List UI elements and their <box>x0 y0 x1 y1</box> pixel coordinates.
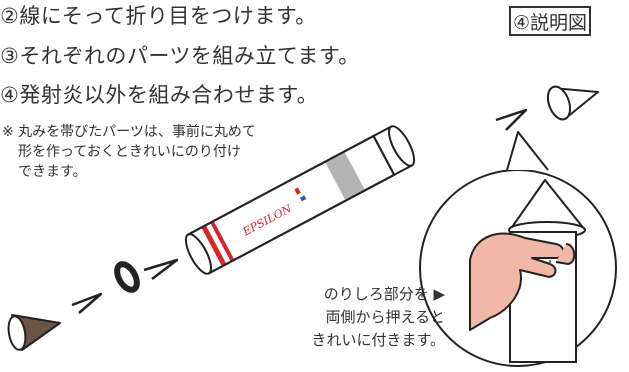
note-line-1: ※ 丸みを帯びたパーツは、事前に丸めて <box>2 124 256 140</box>
arrow-mid <box>143 258 179 280</box>
step-4-text: ④発射炎以外を組み合わせます。 <box>0 83 319 107</box>
note-line-3: できます。 <box>18 164 87 180</box>
detail-circle <box>419 131 617 367</box>
nose-cone-top <box>546 85 599 121</box>
rocket-body: EPSILON <box>184 125 416 275</box>
step-2-text: ②線にそって折り目をつけます。 <box>0 4 317 28</box>
figure-title-box: ④説明図 <box>509 6 591 36</box>
callout-line-1: のりしろ部分を ▶ <box>323 285 445 303</box>
exhaust-cone <box>7 314 61 351</box>
step-3-text: ③それぞれのパーツを組み立てます。 <box>0 44 360 68</box>
arrow-left <box>71 292 103 314</box>
ring-part <box>114 261 140 293</box>
arrow-top <box>495 108 528 131</box>
callout-line-3: きれいに付きます。 <box>311 331 445 349</box>
callout-line-2: 両側から押えると <box>325 308 445 326</box>
note-line-2: 形を作っておくときれいにのり付け <box>18 144 241 160</box>
